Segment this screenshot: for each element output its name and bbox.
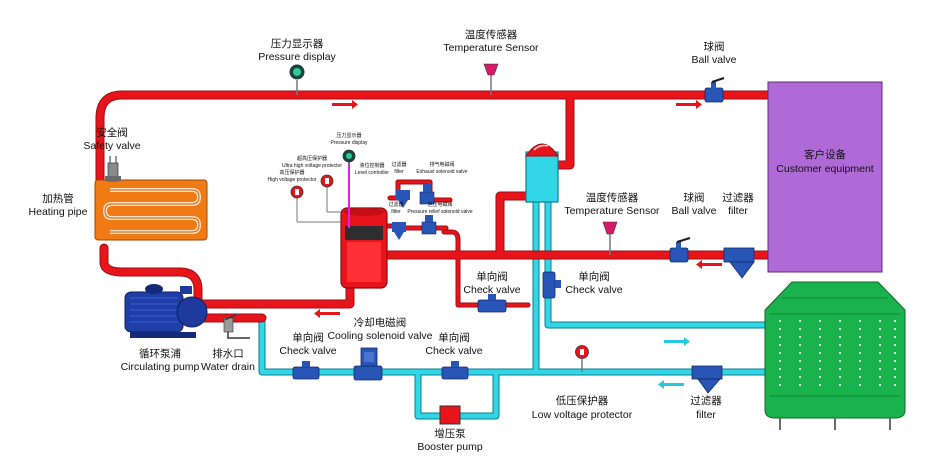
label-ball-valve-top-cn: 球阀 <box>704 40 725 53</box>
cooling-solenoid-valve <box>353 347 383 381</box>
label-ball-valve-top-en: Ball valve <box>692 54 737 66</box>
label-water-drain-en: Water drain <box>201 361 255 373</box>
label-safety-valve-cn: 安全阀 <box>96 126 128 139</box>
booster-pump <box>439 405 461 425</box>
cooling-exchanger-tank <box>525 143 559 203</box>
check-valve-a <box>477 294 507 313</box>
label-pressure-display-top-en: Pressure display <box>258 51 336 63</box>
check-valve-d <box>441 361 469 380</box>
circulating-pump <box>124 284 208 338</box>
label-tiny-filter-1-cn: 过滤器 <box>391 161 406 168</box>
pressure-relief-solenoid-valve <box>421 215 437 235</box>
label-temp-sensor-top-cn: 温度传感器 <box>465 28 518 41</box>
label-customer-equipment-cn: 客户设备 <box>804 148 846 161</box>
check-valve-c <box>292 361 320 380</box>
flow-arrow-hot-return <box>696 260 722 269</box>
high-voltage-protector <box>290 185 341 223</box>
label-heating-pipe-cn: 加热管 <box>42 192 74 205</box>
label-tiny-level-cn: 液位控制器 <box>359 162 384 169</box>
tiny-filter-2 <box>392 222 406 240</box>
label-tiny-relief-en: Pressure relief solenoid valve <box>407 209 473 215</box>
label-check-valve-a-cn: 单向阀 <box>476 270 508 283</box>
label-circulating-pump-en: Circulating pump <box>121 361 200 373</box>
label-tiny-pressure-en: Pressure display <box>331 140 368 146</box>
temp-sensor-top <box>483 63 499 95</box>
label-filter-mid-cn: 过滤器 <box>722 191 754 204</box>
label-tiny-level-en: Level controller <box>355 170 389 176</box>
label-check-valve-b-en: Check valve <box>565 284 622 296</box>
flow-arrow-cold-1 <box>664 337 690 346</box>
temp-sensor-mid <box>602 221 618 255</box>
label-tiny-exhaust-cn: 排气电磁阀 <box>429 161 454 168</box>
label-circulating-pump-cn: 循环泵浦 <box>139 347 181 360</box>
label-check-valve-c-en: Check valve <box>279 345 336 357</box>
label-check-valve-c-cn: 单向阀 <box>292 331 324 344</box>
heating-pipe-unit <box>94 179 208 241</box>
label-tiny-filter-2-cn: 过滤器 <box>388 201 403 208</box>
hot-pipe-network <box>95 90 773 323</box>
label-tiny-ultra-high-en: Ultra high voltage protector <box>282 163 342 169</box>
label-tiny-pressure-cn: 压力显示器 <box>336 132 361 139</box>
flow-arrow-hot-top-2 <box>676 100 702 109</box>
label-cooling-solenoid-en: Cooling solenoid valve <box>327 330 432 342</box>
filter-low <box>691 365 723 394</box>
label-ball-valve-mid-en: Ball valve <box>672 205 717 217</box>
ultra-high-voltage-protector <box>320 174 341 213</box>
cooling-tower <box>764 281 906 430</box>
label-check-valve-d-cn: 单向阀 <box>438 331 470 344</box>
label-ball-valve-mid-cn: 球阀 <box>684 191 705 204</box>
label-tiny-exhaust-en: Exhaust solenoid valve <box>416 169 467 175</box>
flow-arrow-hot-top-1 <box>332 100 358 109</box>
label-heating-pipe-en: Heating pipe <box>29 206 88 218</box>
label-tiny-high-cn: 高压保护器 <box>279 169 304 176</box>
water-tank <box>340 160 388 289</box>
filter-mid <box>723 247 755 279</box>
label-check-valve-b-cn: 单向阀 <box>578 270 610 283</box>
customer-equipment-box <box>767 81 883 273</box>
label-tiny-relief-cn: 泄压电磁阀 <box>427 201 452 208</box>
label-low-voltage-cn: 低压保护器 <box>556 394 609 407</box>
label-customer-equipment-en: Customer equipment <box>776 163 874 175</box>
label-filter-mid-en: filter <box>728 205 748 217</box>
pressure-gauge-top <box>289 64 305 95</box>
check-valve-b <box>542 271 561 299</box>
label-filter-low-en: filter <box>696 409 716 421</box>
label-low-voltage-en: Low voltage protector <box>532 409 633 421</box>
tiny-filter-1 <box>396 190 410 208</box>
label-pressure-display-top-cn: 压力显示器 <box>271 37 324 50</box>
label-check-valve-d-en: Check valve <box>425 345 482 357</box>
label-tiny-filter-1-en: filter <box>394 169 404 175</box>
pressure-gauge-small <box>342 149 356 165</box>
low-voltage-protector <box>575 345 589 372</box>
label-tiny-high-en: High voltage protector <box>268 177 317 183</box>
label-temp-sensor-mid-en: Temperature Sensor <box>564 205 660 217</box>
ball-valve-mid <box>669 237 691 263</box>
label-tiny-filter-2-en: filter <box>391 209 401 215</box>
label-cooling-solenoid-cn: 冷却电磁阀 <box>354 316 407 329</box>
label-booster-pump-en: Booster pump <box>417 441 483 453</box>
flow-arrow-cold-2 <box>658 380 684 389</box>
ball-valve-top <box>704 77 725 103</box>
label-temp-sensor-mid-cn: 温度传感器 <box>586 191 639 204</box>
label-filter-low-cn: 过滤器 <box>690 394 722 407</box>
label-temp-sensor-top-en: Temperature Sensor <box>443 42 539 54</box>
flow-arrow-hot-pump <box>314 309 340 318</box>
label-check-valve-a-en: Check valve <box>463 284 520 296</box>
label-safety-valve-en: Safety valve <box>83 140 140 152</box>
label-water-drain-cn: 排水口 <box>212 347 244 360</box>
label-tiny-ultra-high-cn: 超高压保护器 <box>297 155 327 162</box>
water-drain-valve <box>223 313 250 339</box>
label-booster-pump-cn: 增压泵 <box>434 427 466 440</box>
safety-valve <box>105 156 121 182</box>
exhaust-solenoid-valve <box>419 184 435 205</box>
